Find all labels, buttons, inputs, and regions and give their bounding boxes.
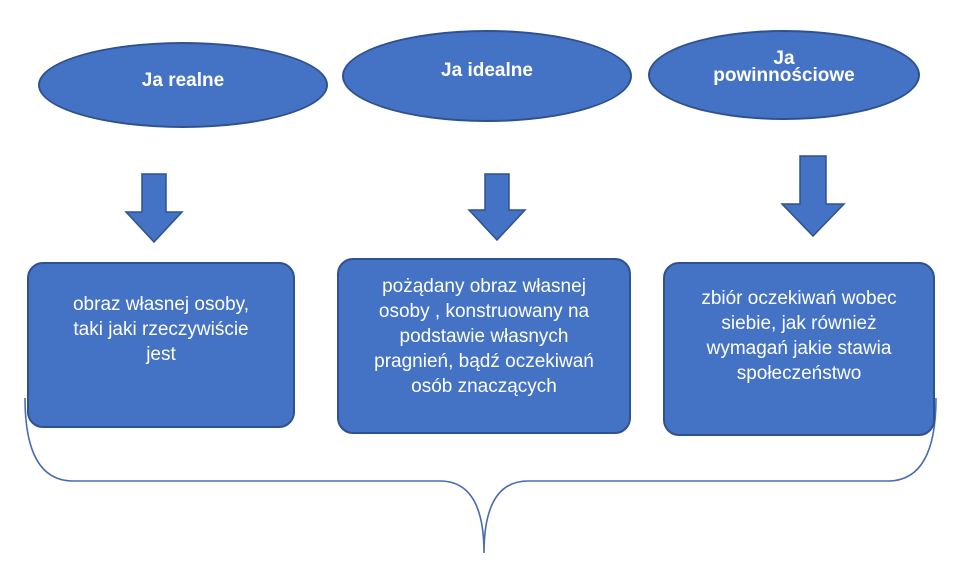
ellipse-title: Ja realne — [141, 69, 225, 91]
description-line: podstawie własnych — [399, 326, 569, 347]
description-line: zbiór oczekiwań wobec — [701, 288, 897, 309]
ellipse-title-line: Ja — [773, 48, 795, 69]
description-line: osoby , konstruowany na — [378, 301, 590, 322]
description-line: taki jaki rzeczywiście — [73, 319, 249, 340]
description-line: społeczeństwo — [736, 363, 862, 384]
description-box-ja-realne: obraz własnej osoby, taki jaki rzeczywiś… — [27, 262, 295, 428]
ellipse-ja-realne: Ja realne — [38, 42, 328, 128]
ellipse-title: Ja idealne — [441, 59, 533, 81]
ellipse-title-group: Ja powinnościowe — [713, 48, 855, 88]
ellipse-ja-idealne: Ja idealne — [342, 30, 632, 122]
ellipse-title-line: powinnościowe — [713, 65, 855, 86]
ellipse-ja-powinnosciowe: Ja powinnościowe — [648, 30, 920, 120]
description-box-ja-powinnosciowe: zbiór oczekiwań wobec siebie, jak równie… — [663, 262, 935, 436]
description-line: pożądany obraz własnej — [382, 276, 586, 297]
curly-brace — [24, 397, 937, 554]
description-line: jest — [146, 344, 176, 365]
description-line: obraz własnej osoby, — [72, 294, 250, 315]
description-line: pragnień, bądź oczekiwań — [374, 351, 594, 372]
description-line: osób znaczących — [411, 376, 557, 397]
down-arrow-1 — [124, 173, 184, 244]
description-box-ja-idealne: pożądany obraz własnej osoby , konstruow… — [337, 258, 631, 434]
down-arrow-2 — [467, 173, 527, 242]
description-line: siebie, jak również — [721, 313, 877, 334]
down-arrow-3 — [780, 155, 846, 238]
description-line: wymagań jakie stawia — [706, 338, 892, 359]
